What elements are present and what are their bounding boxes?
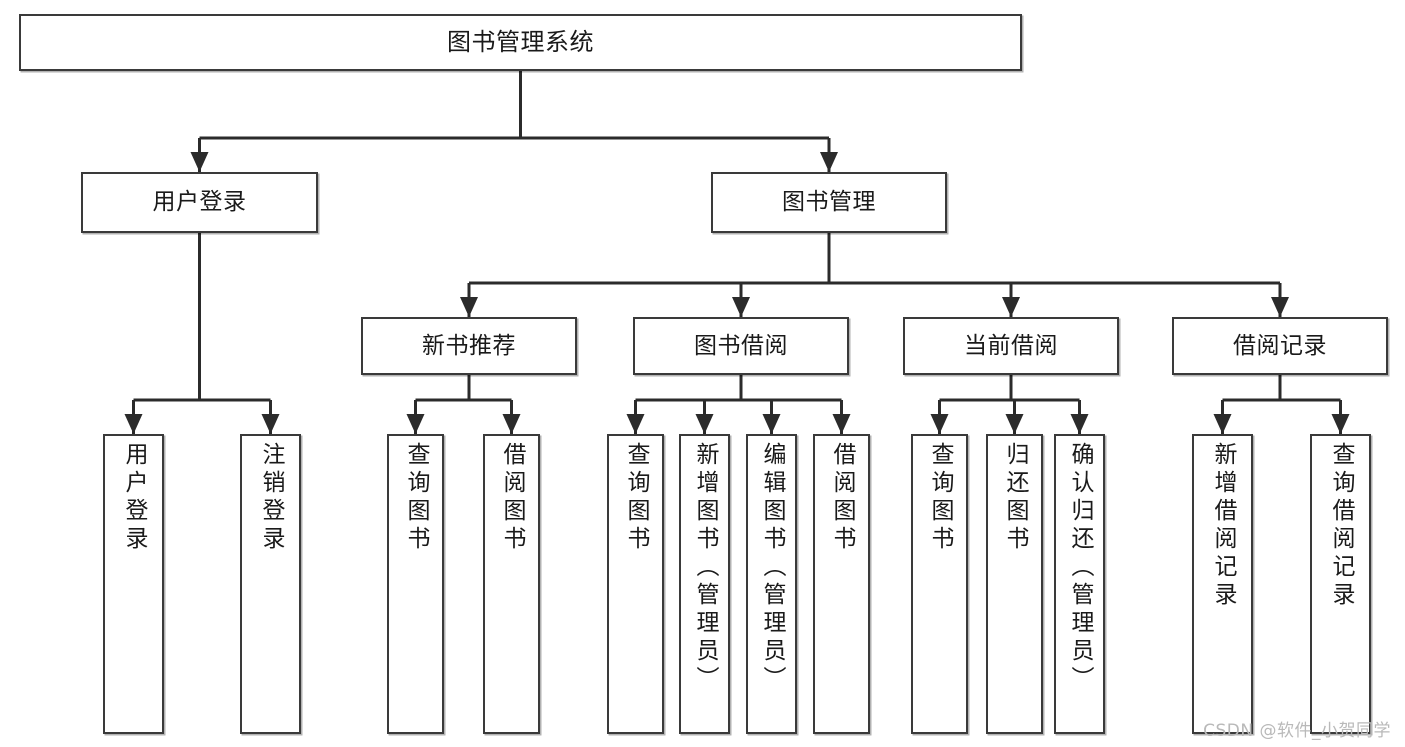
node-label: 新增借阅记录	[1210, 442, 1236, 610]
node-label: 查询图书	[927, 442, 953, 554]
node-leaf-add-borrow-record[interactable]: 新增借阅记录	[1192, 434, 1253, 734]
node-label: 归还图书	[1002, 442, 1028, 554]
node-label: 用户登录	[121, 442, 147, 554]
node-label: 查询借阅记录	[1328, 442, 1354, 610]
node-leaf-borrow-book-2[interactable]: 借阅图书	[813, 434, 870, 734]
node-label: 图书管理系统	[447, 27, 594, 56]
node-leaf-borrow-book-1[interactable]: 借阅图书	[483, 434, 540, 734]
node-label: 新增图书（管理员）	[692, 442, 718, 694]
node-leaf-edit-book-admin[interactable]: 编辑图书（管理员）	[746, 434, 797, 734]
node-label: 借阅图书	[499, 442, 525, 554]
node-label: 用户登录	[152, 189, 247, 216]
node-current-borrowing[interactable]: 当前借阅	[903, 317, 1119, 375]
node-leaf-query-borrow-record[interactable]: 查询借阅记录	[1310, 434, 1371, 734]
node-label: 确认归还（管理员）	[1067, 442, 1093, 694]
node-label: 新书推荐	[422, 332, 516, 359]
node-leaf-return-book[interactable]: 归还图书	[986, 434, 1043, 734]
node-label: 借阅图书	[829, 442, 855, 554]
watermark-credit: CSDN @软件_小贺同学	[1203, 721, 1391, 741]
node-borrowing-records[interactable]: 借阅记录	[1172, 317, 1388, 375]
node-label: 查询图书	[623, 442, 649, 554]
node-label: 借阅记录	[1233, 332, 1327, 359]
node-label: 编辑图书（管理员）	[759, 442, 785, 694]
node-leaf-query-book-1[interactable]: 查询图书	[387, 434, 444, 734]
node-leaf-add-book-admin[interactable]: 新增图书（管理员）	[679, 434, 730, 734]
node-leaf-query-book-3[interactable]: 查询图书	[911, 434, 968, 734]
node-leaf-query-book-2[interactable]: 查询图书	[607, 434, 664, 734]
node-label: 查询图书	[403, 442, 429, 554]
node-label: 图书管理	[782, 189, 876, 216]
node-book-borrowing[interactable]: 图书借阅	[633, 317, 849, 375]
node-label: 图书借阅	[694, 332, 788, 359]
node-leaf-confirm-return-admin[interactable]: 确认归还（管理员）	[1054, 434, 1105, 734]
node-user-login[interactable]: 用户登录	[81, 172, 318, 233]
node-label: 当前借阅	[964, 332, 1058, 359]
node-leaf-user-login[interactable]: 用户登录	[103, 434, 164, 734]
node-root-book-management-system[interactable]: 图书管理系统	[19, 14, 1022, 71]
node-book-management[interactable]: 图书管理	[711, 172, 947, 233]
node-new-book-recommendation[interactable]: 新书推荐	[361, 317, 577, 375]
node-label: 注销登录	[258, 442, 284, 554]
node-leaf-user-logout[interactable]: 注销登录	[240, 434, 301, 734]
